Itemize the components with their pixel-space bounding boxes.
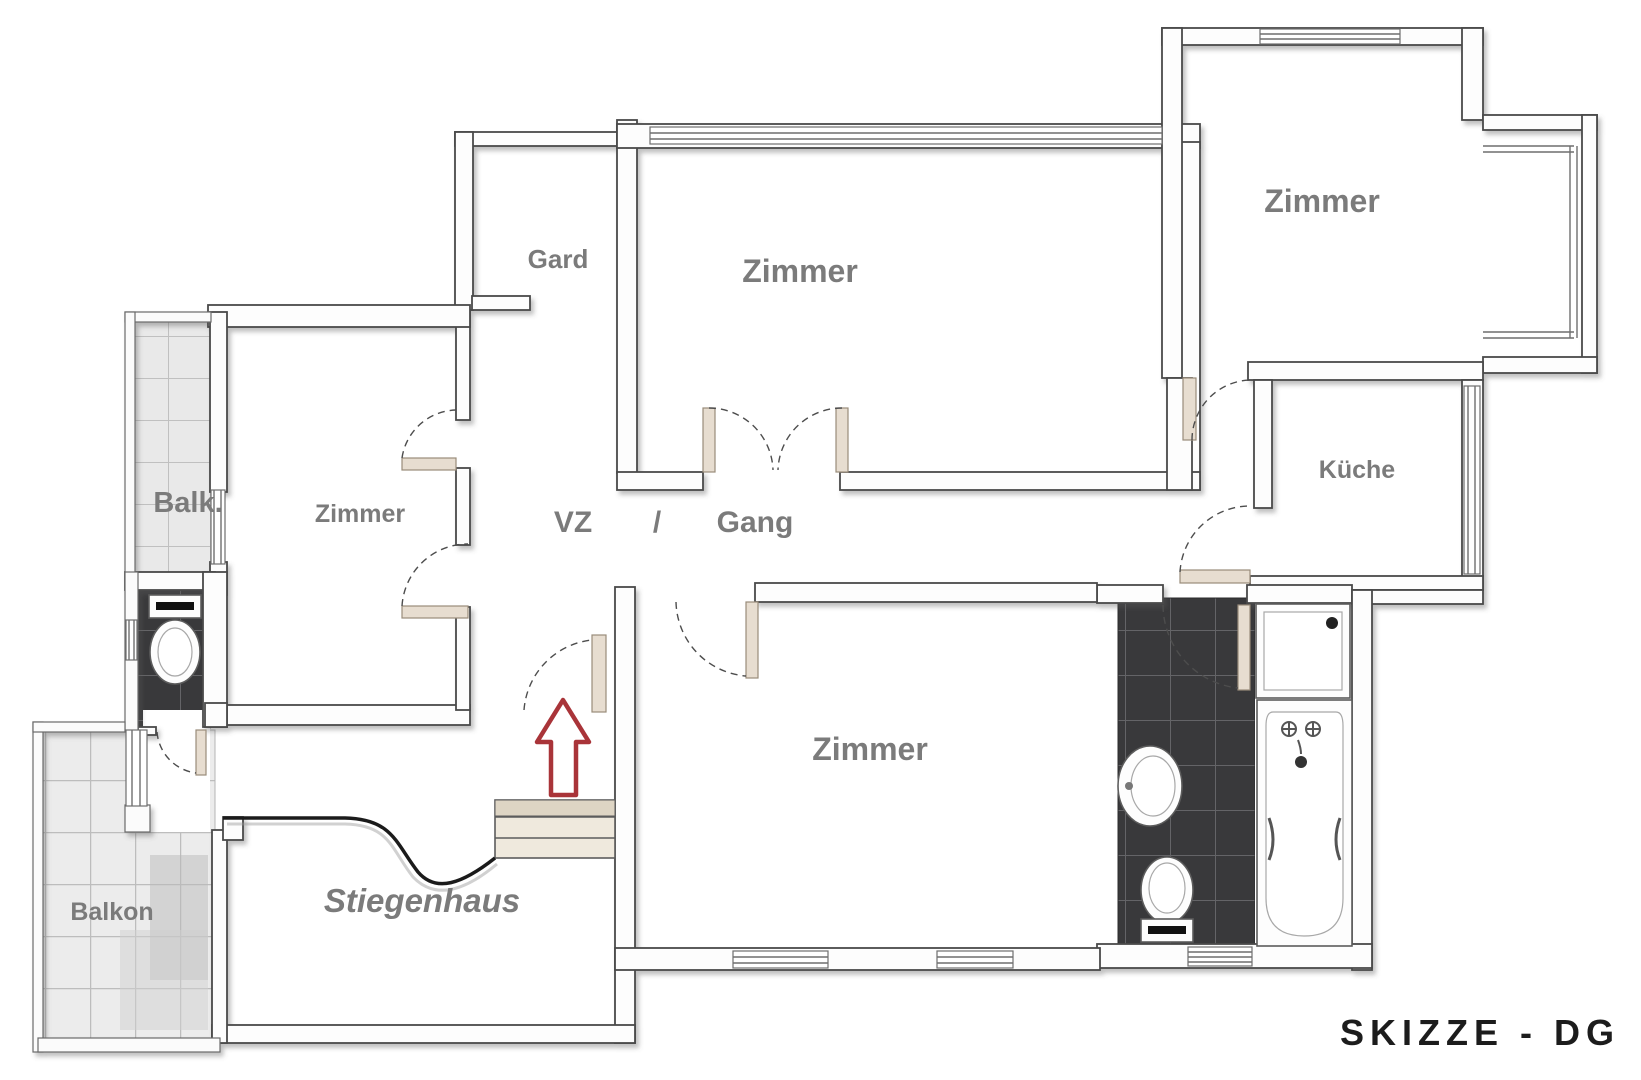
label-zimmer-bottom: Zimmer (812, 731, 928, 767)
bathroom-shower-tray (1255, 603, 1351, 699)
window-bath-south (1187, 946, 1253, 967)
door-bathroom (1162, 604, 1251, 691)
wall (455, 606, 471, 711)
balcony-upper-tiles (132, 319, 212, 573)
bathroom-bathtub (1256, 699, 1353, 947)
door-zimmer-left-upper (401, 409, 457, 471)
wall-bay (1581, 114, 1598, 374)
wall (614, 586, 636, 1044)
walls (32, 27, 1598, 1053)
window-zimmer-bottom-2 (936, 950, 1014, 969)
bathtub-handle (1334, 817, 1342, 861)
door-zimmer-top-double (702, 407, 849, 473)
window-zimmer-right-top (1259, 28, 1401, 45)
wall (1253, 379, 1273, 509)
wall (471, 295, 531, 311)
wall (614, 947, 1101, 971)
wall (204, 702, 228, 728)
window-zimmer-bottom-1 (732, 950, 829, 969)
label-zimmer-top: Zimmer (742, 253, 858, 289)
bathtub-drain (1295, 756, 1307, 768)
doors (156, 377, 1251, 776)
toilet-cistern-slot (156, 602, 194, 610)
door-zimmer-right (1182, 377, 1251, 441)
stair-curve-wall (223, 816, 497, 886)
wall (754, 582, 1098, 603)
wall (1461, 27, 1484, 121)
label-kueche: Küche (1319, 456, 1396, 484)
basin-faucet (1125, 782, 1133, 790)
label-stiegenhaus: Stiegenhaus (324, 882, 520, 919)
wall (1161, 27, 1183, 379)
door-zimmer-left-lower (401, 543, 469, 619)
wall (222, 816, 244, 841)
label-gang: Gang (717, 506, 794, 539)
windows (125, 28, 1578, 969)
label-balk: Balk. (153, 487, 222, 519)
wall-bay (1482, 356, 1598, 374)
bathtub-handle (1267, 817, 1275, 861)
window-kueche-east (1463, 385, 1481, 575)
door-zimmer-bottom (675, 601, 759, 679)
wall (209, 704, 471, 726)
wall (1096, 584, 1164, 604)
wall-outer (124, 311, 212, 323)
window-bay (1483, 145, 1578, 339)
label-vz: VZ (554, 506, 592, 539)
wall-outer (32, 721, 44, 1053)
wc-toilet (148, 594, 202, 685)
bathroom-toilet (1140, 856, 1194, 943)
balcony-furniture-shade (120, 930, 208, 1030)
label-zimmer-right: Zimmer (1264, 183, 1380, 219)
wall (454, 131, 638, 147)
bathtub-faucet (1281, 721, 1321, 755)
wall (211, 829, 228, 1044)
labels: Gard Zimmer Zimmer Küche Balk. Zimmer VZ… (70, 183, 1620, 1053)
window-wc-west (125, 619, 138, 661)
window-zimmer-top (649, 126, 1163, 145)
toilet-cistern-slot (1148, 926, 1186, 934)
wall (839, 471, 1201, 491)
plan-title: SKIZZE - DG (1340, 1012, 1620, 1053)
entrance-up-arrow-icon (534, 697, 592, 798)
wall (616, 471, 704, 491)
wall (454, 131, 474, 311)
shower-drain (1326, 617, 1338, 629)
wall (1247, 361, 1484, 381)
wall-outer (124, 804, 151, 833)
wall (1246, 584, 1353, 604)
wall (455, 467, 471, 546)
wall (455, 311, 471, 421)
window-balcony-door-lower (125, 729, 148, 807)
wall-outer (124, 311, 136, 578)
label-gard: Gard (528, 244, 589, 274)
stairs (494, 799, 616, 859)
wall-bay (1482, 114, 1598, 131)
window-balcony-door-upper (210, 489, 226, 565)
door-wc (156, 729, 207, 776)
wall (1351, 589, 1373, 971)
door-entrance (523, 634, 607, 713)
label-zimmer-left: Zimmer (315, 500, 406, 528)
wall (616, 119, 638, 474)
label-separator: / (653, 506, 662, 539)
bathroom-washbasin (1117, 745, 1183, 827)
wall (202, 571, 228, 728)
stair-curve-shadow (227, 822, 498, 892)
wall (207, 304, 471, 328)
wall-outer (37, 1037, 221, 1053)
wall (211, 1024, 636, 1044)
wall (209, 311, 228, 493)
wall-outer (32, 721, 126, 733)
door-kueche (1179, 505, 1251, 584)
label-balkon: Balkon (70, 898, 153, 926)
